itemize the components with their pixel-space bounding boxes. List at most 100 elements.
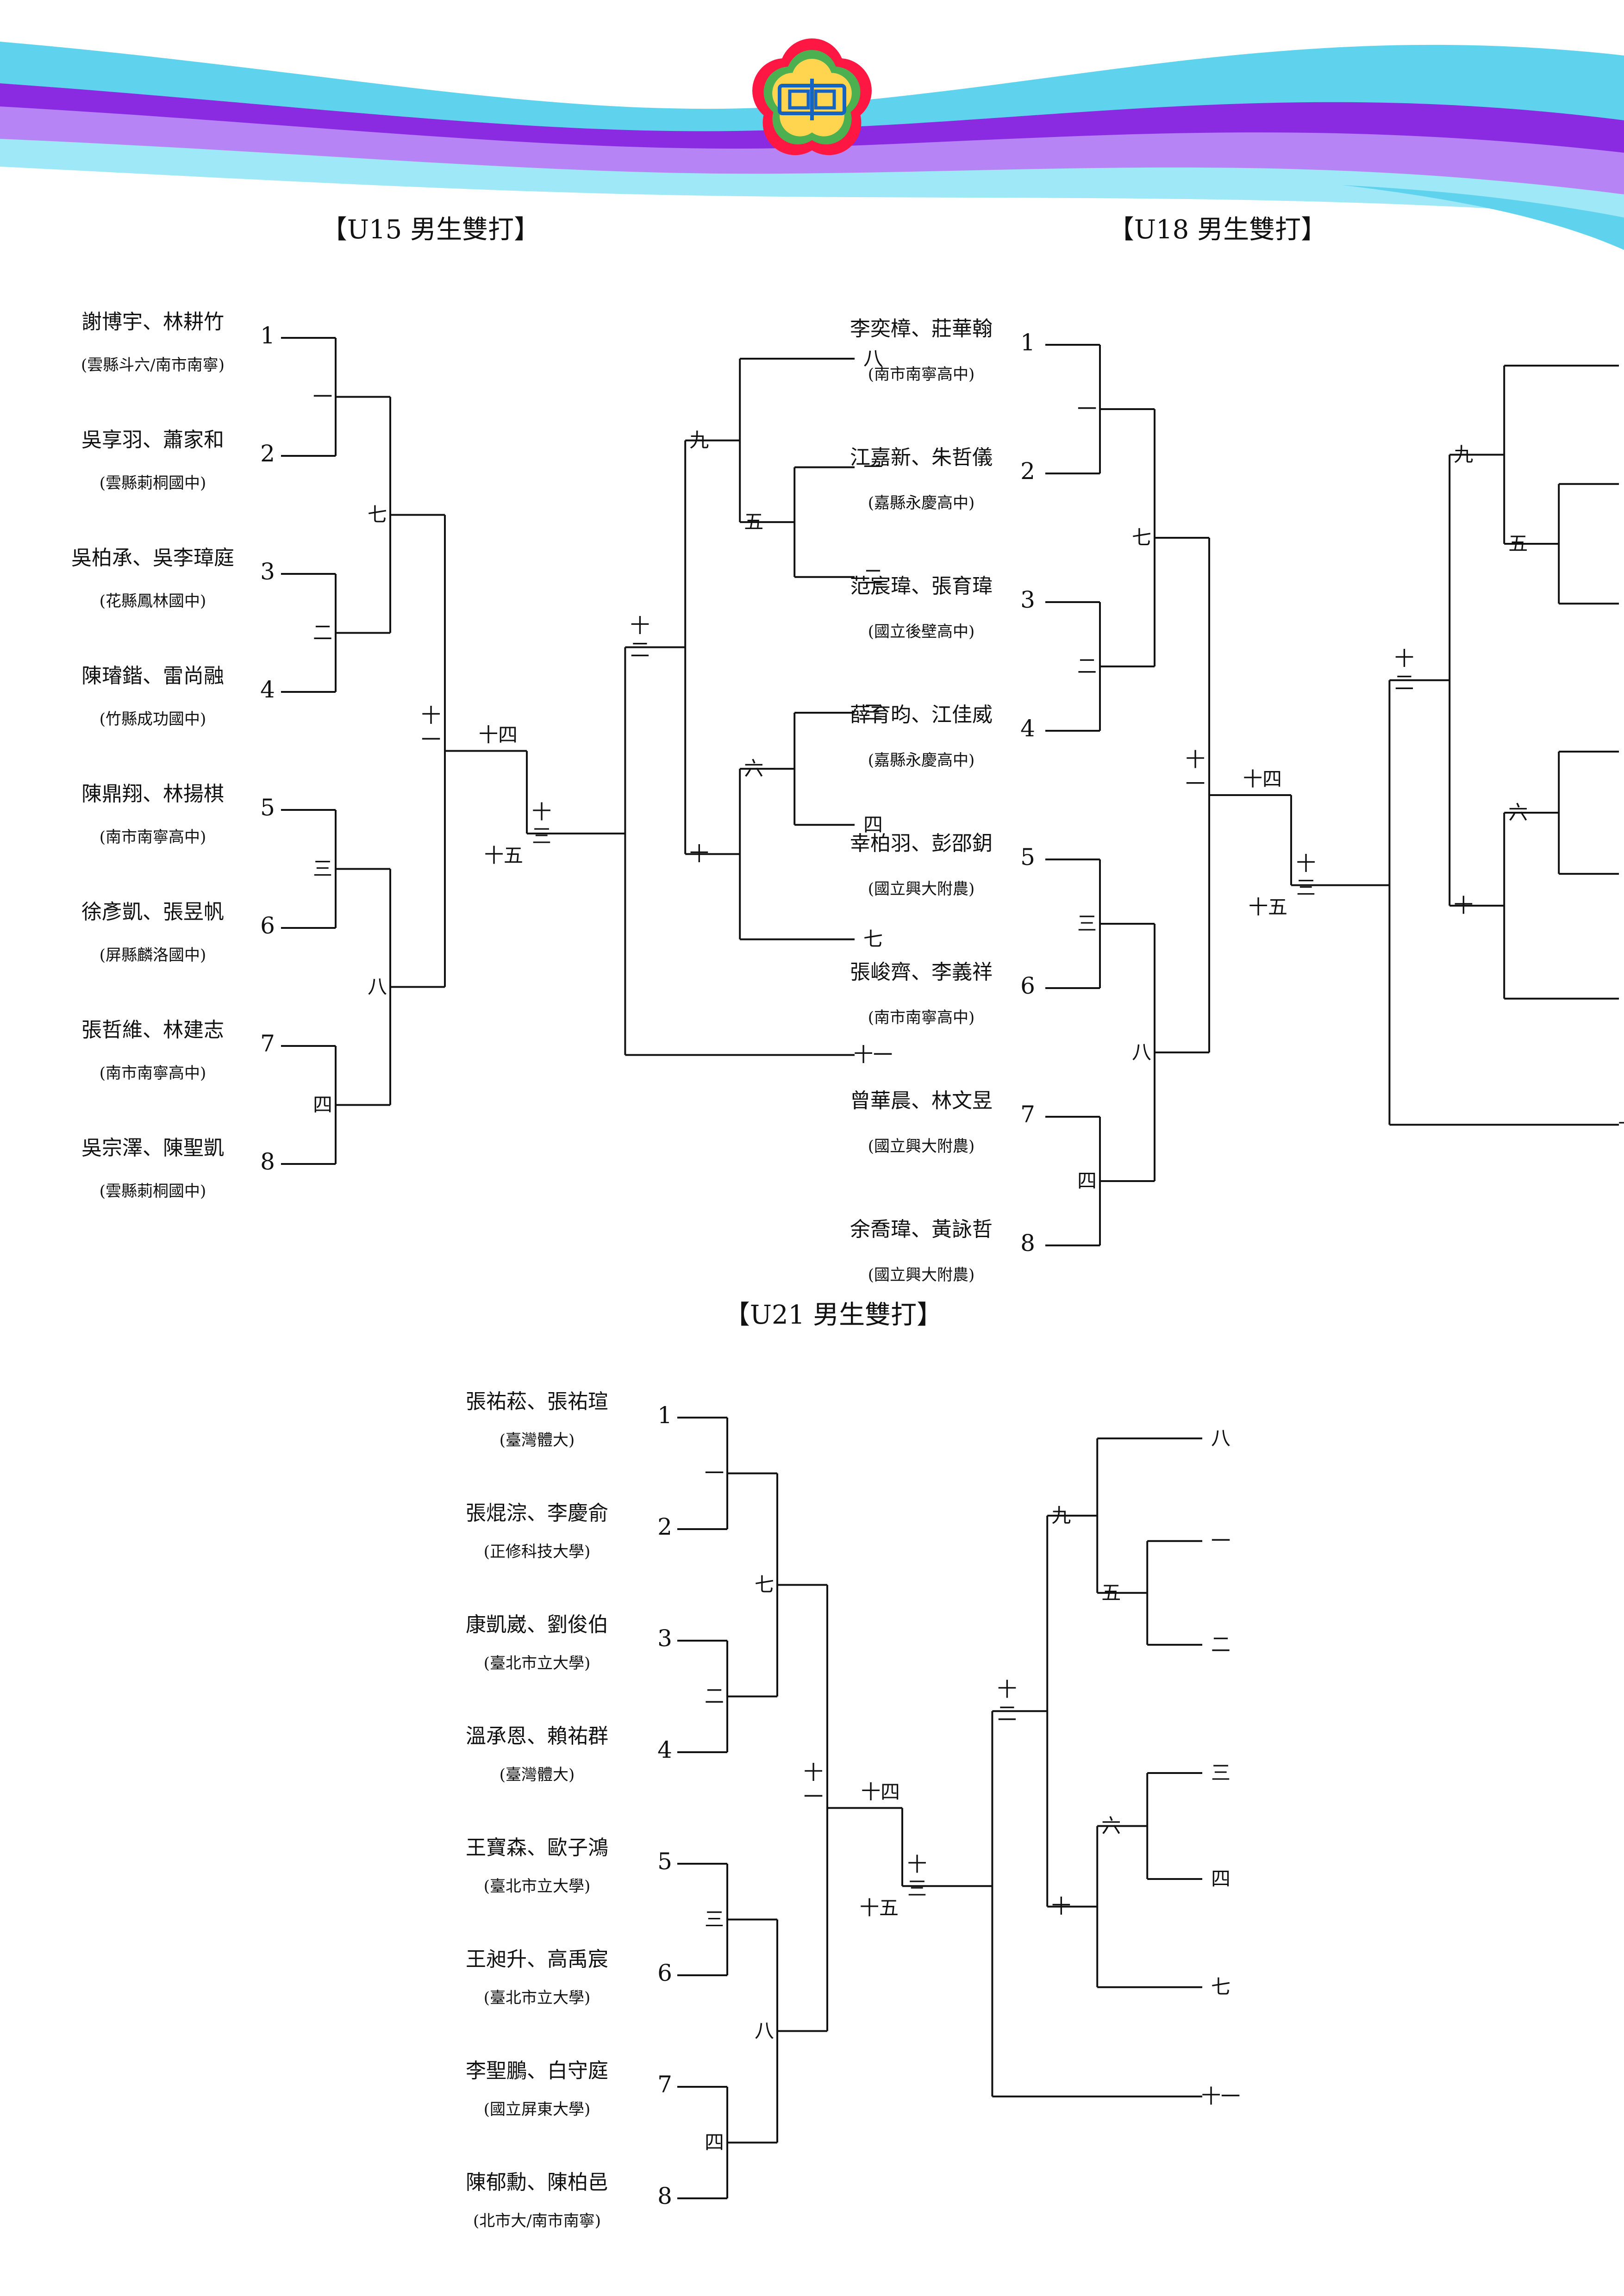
seed-number: 3 <box>260 558 275 585</box>
match-label: 九 <box>1454 443 1473 466</box>
team-school: (國立屏東大學) <box>484 2100 591 2119</box>
seed-number: 5 <box>1020 844 1035 871</box>
team-school: (雲縣莿桐國中) <box>100 1182 206 1201</box>
seed-number: 3 <box>657 1625 672 1652</box>
match-label: 七 <box>368 504 387 526</box>
slot-label: 十一 <box>1618 1113 1624 1136</box>
team-names: 張焜淙、李慶俞 <box>466 1501 608 1525</box>
team-names: 吳宗澤、陳聖凱 <box>81 1136 224 1160</box>
slot-label: 十一 <box>854 1044 893 1066</box>
bracket-u18: 【U18 男生雙打】李奕樟、莊華翰(南市南寧高中)1江嘉新、朱哲儀(嘉縣永慶高中… <box>850 215 1624 1284</box>
seed-number: 4 <box>657 1736 672 1763</box>
seed-number: 7 <box>260 1030 275 1057</box>
match-label: 三 <box>313 858 332 880</box>
match-label: 七 <box>1132 526 1151 549</box>
seed-number: 1 <box>657 1402 672 1429</box>
team-school: (花縣鳳林國中) <box>100 592 206 610</box>
match-label: 十 <box>1454 894 1473 917</box>
slot-label: 一 <box>863 456 883 479</box>
team-school: (北市大/南市南寧) <box>473 2212 601 2230</box>
match-label: 十一 <box>1186 748 1205 795</box>
match-label: 五 <box>1101 1581 1121 1604</box>
seed-number: 4 <box>260 676 275 703</box>
slot-label: 八 <box>1211 1427 1230 1450</box>
team-names: 謝博宇、林耕竹 <box>81 310 224 334</box>
slot-label: 四 <box>863 813 883 836</box>
team-school: (臺北市立大學) <box>484 1877 591 1896</box>
team-school: (國立興大附農) <box>868 1266 975 1284</box>
seed-number: 6 <box>657 1960 672 1986</box>
team-names: 江嘉新、朱哲儀 <box>850 446 993 469</box>
team-school: (正修科技大學) <box>484 1543 591 1561</box>
stripe-tail <box>1343 185 1624 250</box>
header-banner <box>0 42 1624 250</box>
match-label: 四 <box>1077 1170 1097 1192</box>
team-names: 徐彥凱、張昱帆 <box>81 900 224 924</box>
slot-label: 四 <box>1211 1867 1230 1890</box>
match-label: 十二 <box>997 1678 1017 1725</box>
match-label: 五 <box>1508 532 1528 555</box>
team-school: (嘉縣永慶高中) <box>868 751 975 770</box>
seed-number: 5 <box>260 794 275 821</box>
bracket-u15: 【U15 男生雙打】謝博宇、林耕竹(雲縣斗六/南市南寧)1吳享羽、蕭家和(雲縣莿… <box>71 215 893 1201</box>
match-label: 一 <box>705 1462 724 1485</box>
slot-label: 三 <box>863 701 883 724</box>
match-label: 十三 <box>907 1853 927 1900</box>
team-school: (臺灣體大) <box>500 1766 575 1784</box>
match-label: 十一 <box>421 704 441 751</box>
team-school: (南市南寧高中) <box>868 1008 975 1027</box>
team-names: 陳璿鍇、雷尚融 <box>81 664 224 688</box>
slot-label: 八 <box>863 347 883 370</box>
team-names: 余喬瑋、黃詠哲 <box>850 1218 993 1241</box>
team-school: (雲縣斗六/南市南寧) <box>81 356 225 374</box>
seed-number: 4 <box>1020 715 1035 742</box>
match-label: 六 <box>1508 801 1528 824</box>
match-label: 十三 <box>1296 852 1316 899</box>
match-label: 四 <box>313 1094 332 1116</box>
seed-number: 3 <box>1020 586 1035 613</box>
slot-label: 二 <box>1211 1633 1230 1656</box>
match-label: 三 <box>1077 912 1097 935</box>
seed-number: 7 <box>657 2071 672 2098</box>
match-label: 十三 <box>532 801 551 847</box>
seed-number: 8 <box>657 2183 672 2209</box>
team-names: 張祐菘、張祐瑄 <box>466 1390 608 1413</box>
team-names: 王昶升、高禹宸 <box>466 1948 608 1971</box>
slot-label: 七 <box>1211 1976 1230 1998</box>
team-school: (國立興大附農) <box>868 880 975 898</box>
team-school: (國立興大附農) <box>868 1137 975 1156</box>
match-label: 五 <box>744 510 763 533</box>
team-names: 溫承恩、賴祐群 <box>466 1724 608 1748</box>
match-label: 十四 <box>1243 768 1282 790</box>
match-label: 十四 <box>479 724 518 747</box>
team-names: 范宸瑋、張育瑋 <box>850 574 993 598</box>
seed-number: 7 <box>1020 1101 1035 1128</box>
team-names: 吳享羽、蕭家和 <box>81 428 224 452</box>
team-school: (臺北市立大學) <box>484 1989 591 2007</box>
match-label: 十二 <box>1394 647 1414 694</box>
team-names: 薛育昀、江佳威 <box>850 703 993 727</box>
slot-label: 二 <box>863 566 883 588</box>
match-label: 九 <box>689 429 709 452</box>
slot-label: 一 <box>1211 1530 1230 1552</box>
team-school: (南市南寧高中) <box>100 1064 206 1083</box>
seed-number: 2 <box>657 1513 672 1540</box>
match-label: 八 <box>1132 1041 1151 1064</box>
seed-number: 2 <box>260 440 275 467</box>
match-label: 十五 <box>484 844 523 867</box>
team-school: (臺灣體大) <box>500 1431 575 1450</box>
bracket-title: 【U18 男生雙打】 <box>1108 215 1327 245</box>
team-school: (屏縣麟洛國中) <box>100 946 206 964</box>
seed-number: 8 <box>260 1148 275 1175</box>
team-names: 幸柏羽、彭邵鈅 <box>850 832 993 855</box>
seed-number: 1 <box>1020 329 1035 356</box>
team-names: 陳鼎翔、林揚棋 <box>81 782 224 806</box>
team-names: 康凱崴、劉俊伯 <box>466 1613 608 1636</box>
bracket-u21: 【U21 男生雙打】張祐菘、張祐瑄(臺灣體大)1張焜淙、李慶俞(正修科技大學)2… <box>466 1300 1240 2230</box>
match-label: 六 <box>744 757 763 780</box>
match-label: 四 <box>705 2131 724 2154</box>
seed-number: 5 <box>657 1848 672 1875</box>
team-names: 吳柏承、吳李璋庭 <box>71 546 234 570</box>
stripe-light-cyan <box>0 139 1624 218</box>
seed-number: 2 <box>1020 458 1035 485</box>
